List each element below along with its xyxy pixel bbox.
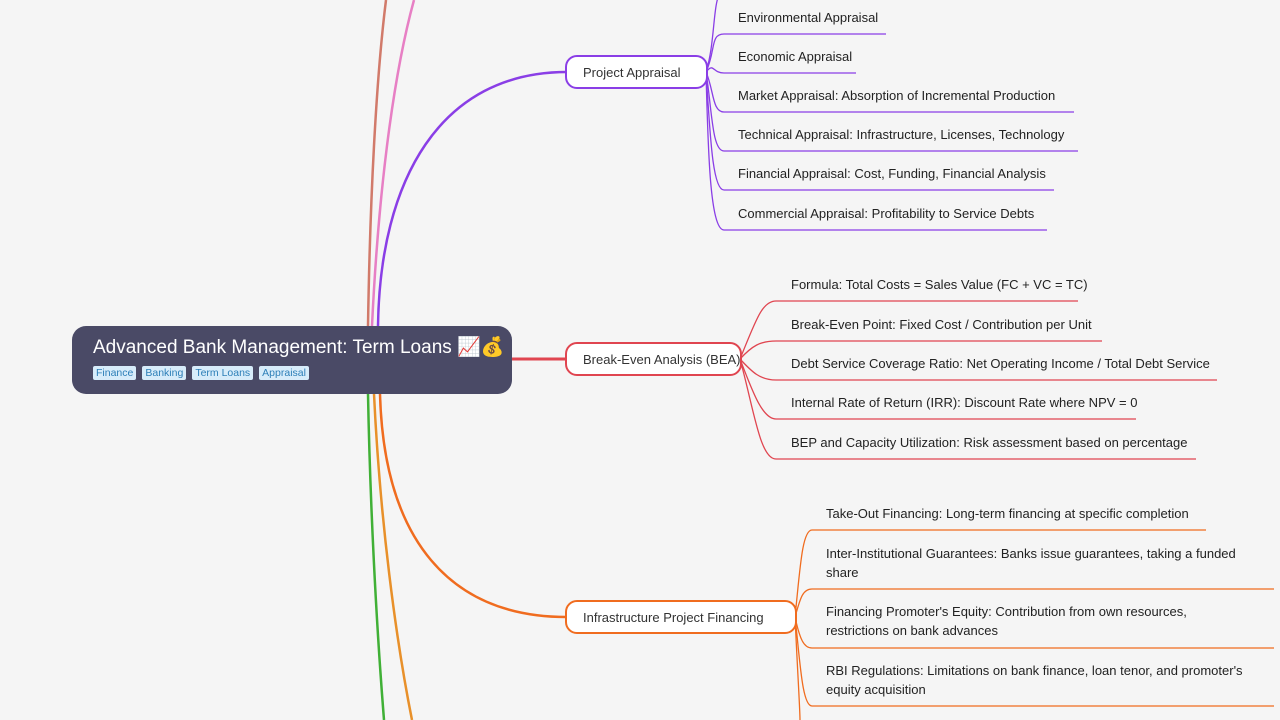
tag-appraisal[interactable]: Appraisal <box>259 366 309 380</box>
leaf-bea-formula[interactable]: Formula: Total Costs = Sales Value (FC +… <box>791 277 1088 292</box>
leaf-take-out-financing[interactable]: Take-Out Financing: Long-term financing … <box>826 506 1189 521</box>
trunk-orange <box>372 393 414 720</box>
tag-term-loans[interactable]: Term Loans <box>192 366 254 380</box>
project-leaf-connectors <box>705 0 1078 231</box>
leaf-promoter-equity[interactable]: Financing Promoter's Equity: Contributio… <box>826 604 1187 638</box>
leaf-dscr[interactable]: Debt Service Coverage Ratio: Net Operati… <box>791 356 1210 371</box>
trunk-pink <box>370 0 416 327</box>
leaf-bep-capacity[interactable]: BEP and Capacity Utilization: Risk asses… <box>791 435 1188 450</box>
leaf-environmental-appraisal[interactable]: Environmental Appraisal <box>738 10 879 25</box>
branch-infrastructure-financing[interactable]: Infrastructure Project Financing <box>565 600 797 634</box>
tag-banking[interactable]: Banking <box>142 366 187 380</box>
branch-break-even-analysis[interactable]: Break-Even Analysis (BEA) <box>565 342 742 376</box>
root-title: Advanced Bank Management: Term Loans 📈💰 <box>93 337 505 358</box>
bea-leaf-connectors <box>739 300 1217 460</box>
trunk-rose <box>366 0 388 327</box>
branch-project-appraisal[interactable]: Project Appraisal <box>565 55 708 89</box>
leaf-commercial-appraisal[interactable]: Commercial Appraisal: Profitability to S… <box>738 206 1035 221</box>
infra-leaf-connectors <box>794 529 1274 720</box>
tag-finance[interactable]: Finance <box>93 366 137 380</box>
leaf-technical-appraisal[interactable]: Technical Appraisal: Infrastructure, Lic… <box>738 127 1065 142</box>
leaf-economic-appraisal[interactable]: Economic Appraisal <box>738 49 853 64</box>
leaf-inter-institutional-guarantees[interactable]: Inter-Institutional Guarantees: Banks is… <box>826 546 1236 580</box>
tag-list: Finance Banking Term Loans Appraisal <box>93 366 492 380</box>
root-node[interactable]: Advanced Bank Management: Term Loans 📈💰 … <box>72 326 512 394</box>
leaf-rbi-regulations[interactable]: RBI Regulations: Limitations on bank fin… <box>826 663 1243 697</box>
connector-infra <box>378 393 568 619</box>
leaf-financial-appraisal[interactable]: Financial Appraisal: Cost, Funding, Fina… <box>738 166 1046 181</box>
connector-project <box>376 70 568 327</box>
leaf-break-even-point[interactable]: Break-Even Point: Fixed Cost / Contribut… <box>791 317 1092 332</box>
leaf-market-appraisal[interactable]: Market Appraisal: Absorption of Incremen… <box>738 88 1056 103</box>
leaf-irr[interactable]: Internal Rate of Return (IRR): Discount … <box>791 395 1138 410</box>
trunk-green <box>366 393 386 720</box>
